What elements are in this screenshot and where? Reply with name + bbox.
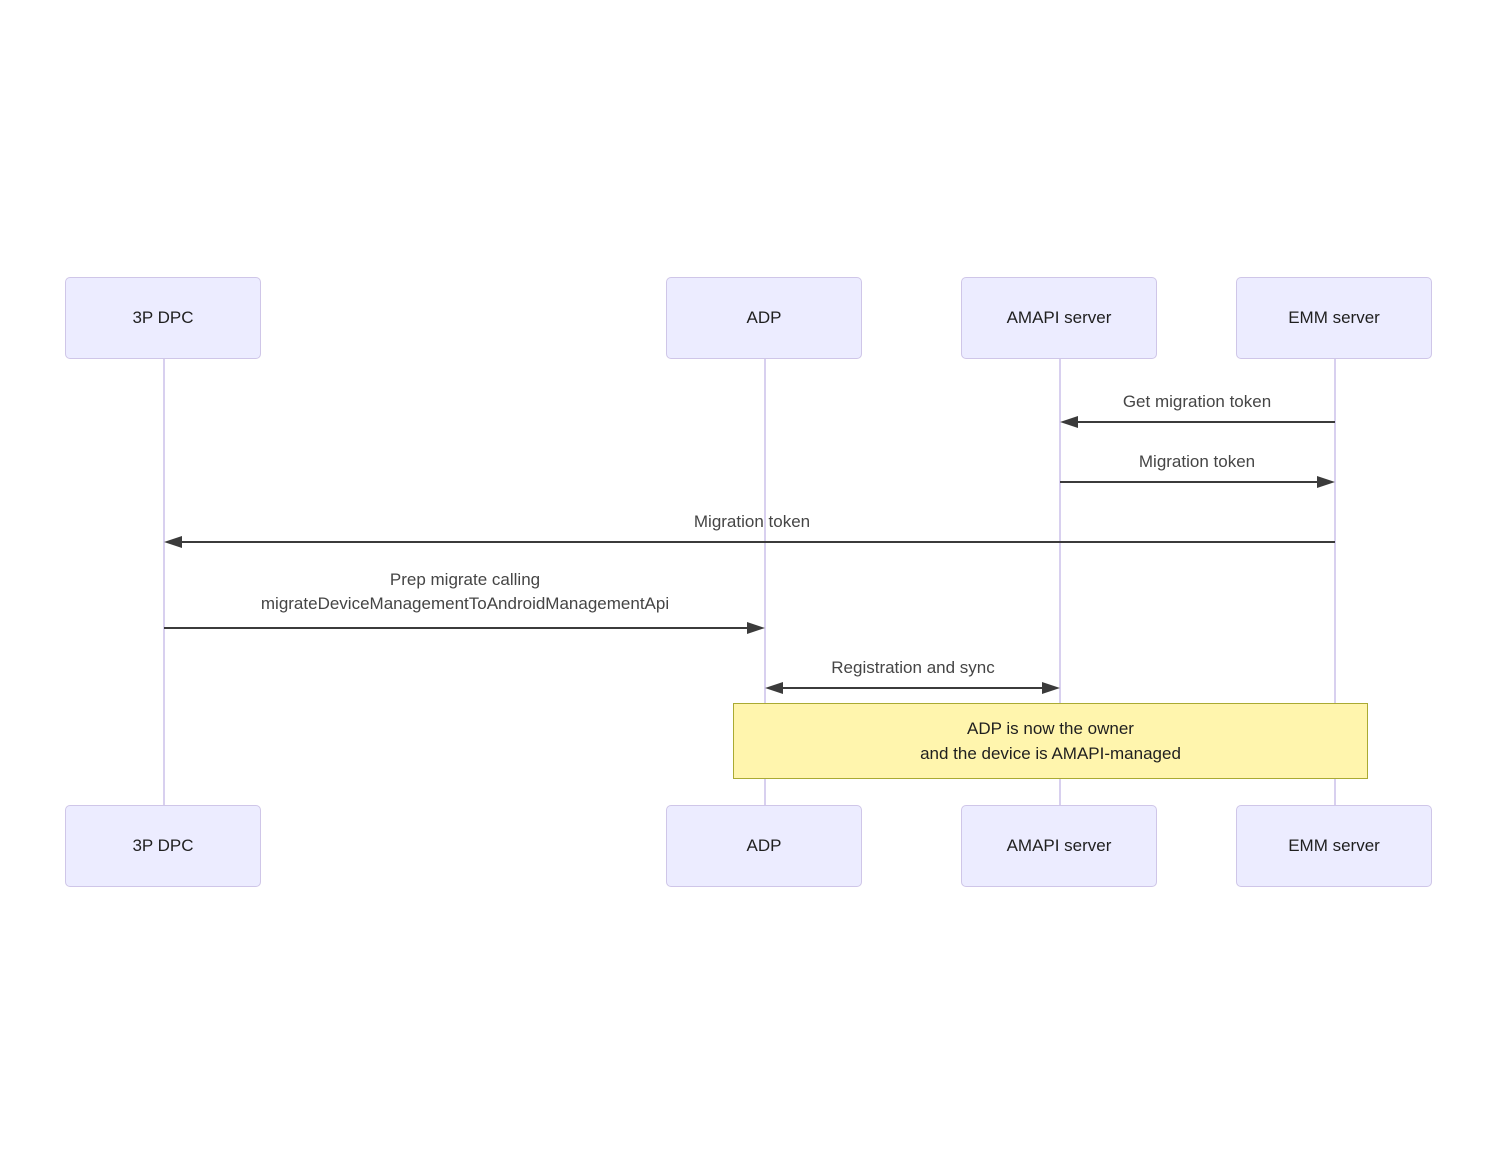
actor-label: 3P DPC xyxy=(132,308,194,327)
actor-label: ADP xyxy=(746,308,782,327)
actor-label: EMM server xyxy=(1288,836,1380,855)
actor-top-3p-dpc: 3P DPC xyxy=(65,277,261,359)
arrowhead-right-icon xyxy=(1042,682,1060,694)
lifeline-3p-dpc xyxy=(163,359,165,805)
message-arrow-prep-migrate xyxy=(164,622,765,634)
note-adp-owner: ADP is now the owner and the device is A… xyxy=(733,703,1368,779)
actor-bottom-emm-server: EMM server xyxy=(1236,805,1432,887)
actor-top-emm-server: EMM server xyxy=(1236,277,1432,359)
message-arrow-migration-token-2 xyxy=(164,536,1335,548)
message-label-line-2: migrateDeviceManagementToAndroidManageme… xyxy=(260,594,670,613)
arrowhead-left-icon xyxy=(164,536,182,548)
arrowhead-left-icon xyxy=(1060,416,1078,428)
message-label-migration-token-2: Migration token xyxy=(693,512,811,531)
actor-label: AMAPI server xyxy=(1006,308,1112,327)
actor-bottom-adp: ADP xyxy=(666,805,862,887)
actor-bottom-3p-dpc: 3P DPC xyxy=(65,805,261,887)
message-label-registration-sync: Registration and sync xyxy=(831,658,995,677)
actor-label: AMAPI server xyxy=(1006,836,1112,855)
message-label-get-migration-token: Get migration token xyxy=(1122,392,1272,411)
message-label-migration-token: Migration token xyxy=(1138,452,1256,471)
message-arrow-registration-sync xyxy=(765,682,1060,694)
actor-label: EMM server xyxy=(1288,308,1380,327)
note-line-1: ADP is now the owner xyxy=(967,719,1134,738)
actor-label: ADP xyxy=(746,836,782,855)
message-label-line-1: Prep migrate calling xyxy=(389,570,541,589)
actor-top-adp: ADP xyxy=(666,277,862,359)
actor-bottom-amapi-server: AMAPI server xyxy=(961,805,1157,887)
lifeline-amapi-server xyxy=(1059,359,1061,805)
message-arrow-get-migration-token xyxy=(1060,416,1335,428)
lifeline-emm-server xyxy=(1334,359,1336,805)
actor-top-amapi-server: AMAPI server xyxy=(961,277,1157,359)
arrowhead-right-icon xyxy=(747,622,765,634)
arrowhead-right-icon xyxy=(1317,476,1335,488)
arrowhead-left-icon xyxy=(765,682,783,694)
lifeline-adp xyxy=(764,359,766,805)
actor-label: 3P DPC xyxy=(132,836,194,855)
note-line-2: and the device is AMAPI-managed xyxy=(920,744,1181,763)
message-arrow-migration-token xyxy=(1060,476,1335,488)
message-label-prep-migrate: Prep migrate calling migrateDeviceManage… xyxy=(261,568,669,616)
